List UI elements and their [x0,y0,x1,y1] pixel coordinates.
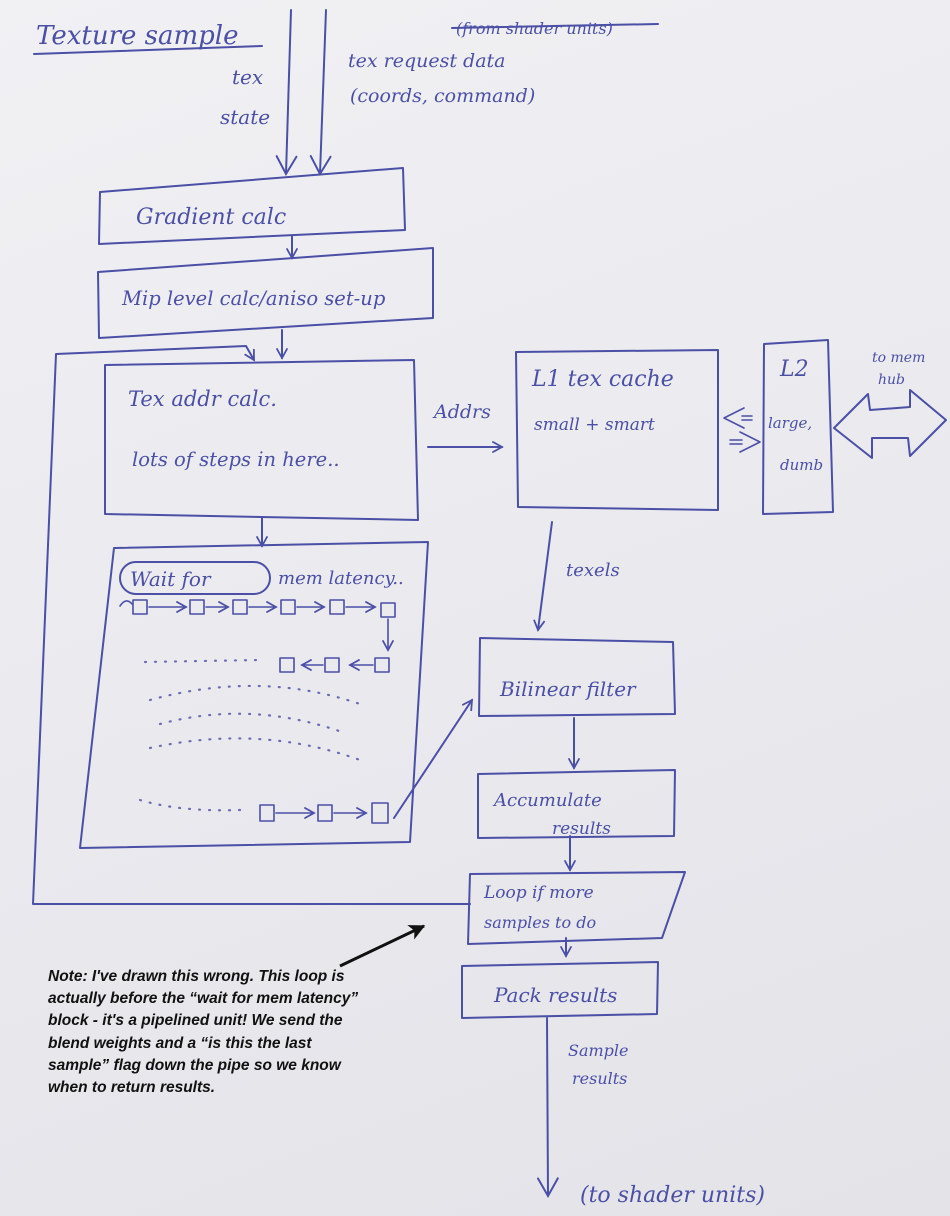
tex-addr-calc-subtitle: lots of steps in here.. [132,448,340,471]
loop-label-2: samples to do [484,913,596,932]
diagram-title: Texture sample [36,21,239,51]
accumulate-box [477,769,676,839]
l2-cache-subtitle-1: large, [768,414,812,432]
wait-to-bilinear-arrow [393,698,474,819]
tex-state-label-2: state [220,105,270,129]
mem-hub-double-arrow [833,389,947,459]
loop-label-1: Loop if more [483,883,594,903]
accumulate-label-2: results [552,819,611,839]
tex-request-sub-label: (coords, command) [350,85,535,107]
wait-title-label: Wait for [130,567,212,591]
loop-back-line [32,345,471,905]
tex-addr-calc-box [104,359,419,521]
l2-cache-box [762,339,834,515]
l1-l2-link [723,407,761,453]
tex-addr-calc-title: Tex addr calc. [128,387,277,411]
pack-results-label: Pack results [493,983,617,1007]
mem-hub-label-1: to mem [872,350,925,366]
mem-hub-label-2: hub [878,372,905,388]
wait-subtitle-label: mem latency.. [278,568,404,589]
bilinear-filter-box [478,637,676,717]
addrs-label: Addrs [432,401,491,423]
tex-state-arrow [275,9,298,177]
sample-results-label-1: Sample [568,1041,629,1060]
mip-level-label: Mip level calc/aniso set-up [121,287,386,310]
tex-state-label-1: tex [232,65,263,89]
l2-cache-title: L2 [779,357,809,382]
note-pointer-arrow [339,924,426,968]
to-shader-label: (to shader units) [580,1183,765,1208]
l1-cache-box [515,349,719,511]
pack-results-box [461,961,659,1019]
sample-results-label-2: results [572,1069,627,1088]
accumulate-label-1: Accumulate [492,790,602,811]
mip-level-box [97,247,434,339]
gradient-calc-label: Gradient calc [136,205,286,230]
struck-label: (from shader units) [456,19,613,38]
title-underline [33,45,263,55]
l1-cache-subtitle: small + smart [534,415,655,435]
l2-cache-subtitle-2: dumb [780,456,823,474]
note-text: Note: I've drawn this wrong. This loop i… [48,968,359,1097]
gradient-calc-box [98,167,406,245]
texels-label: texels [566,560,620,581]
l1-cache-title: L1 tex cache [531,367,674,392]
tex-request-label: tex request data [348,50,505,72]
tex-request-arrow [309,9,332,177]
wait-title-outline [119,561,271,595]
latency-queue [119,599,396,824]
loop-box [467,871,686,945]
bilinear-filter-label: Bilinear filter [499,677,637,701]
wait-latency-box [79,541,429,849]
texels-arrow [533,521,553,632]
sample-results-arrow [537,1017,559,1199]
strikethrough-line [451,23,659,29]
